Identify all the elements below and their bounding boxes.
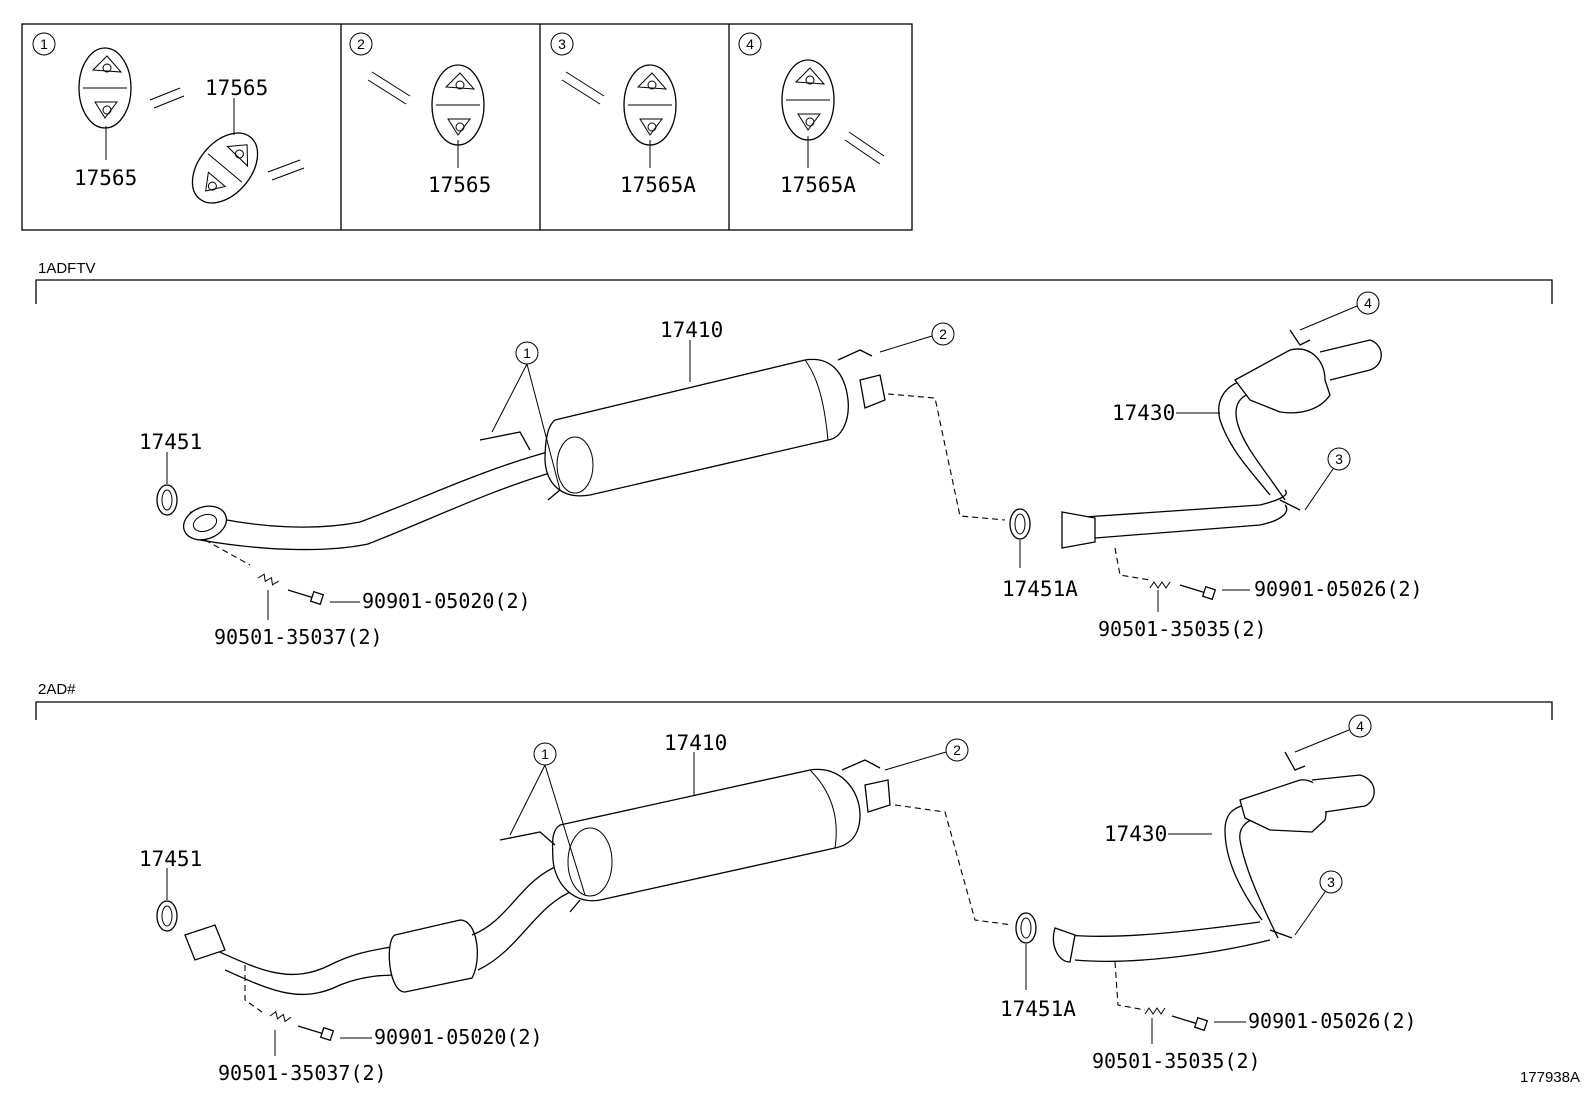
rubber-hanger-icon [78, 47, 132, 129]
gasket-17451A-icon [1015, 912, 1037, 944]
catalytic-converter-shape [388, 919, 478, 993]
bolt-icon [287, 589, 324, 605]
part-label-17430: 17430 [1104, 822, 1167, 846]
callout-4-number: 4 [1356, 718, 1364, 734]
spring-icon [257, 572, 280, 587]
callout-1-number: 1 [523, 345, 531, 361]
section-1adftv: 1ADFTV [35, 260, 1553, 649]
muffler-shape-2 [551, 768, 861, 902]
callout-1-number: 1 [541, 746, 549, 762]
gasket-17451-icon [156, 900, 178, 932]
part-label-bolt-front: 90901-05020(2) [362, 589, 531, 613]
part-label-spring-front: 90501-35037(2) [218, 1061, 387, 1085]
callout-3 [1319, 870, 1343, 894]
tail-muffler-shape-2 [1239, 779, 1327, 833]
legend-cell-1-part-a: 17565 [74, 166, 137, 190]
diagram-id: 177938A [1520, 1069, 1580, 1086]
bolt-icon [297, 1025, 334, 1041]
callout-2 [945, 738, 969, 762]
legend-cell-2-part: 17565 [428, 173, 491, 197]
section-2-title: 2AD# [38, 681, 76, 698]
legend-cell-3-part: 17565A [620, 173, 696, 197]
callout-3-number: 3 [1335, 451, 1343, 467]
spring-icon [1144, 1007, 1166, 1015]
legend-cell-3-number: 3 [558, 36, 566, 52]
legend-cell-1: 1 17565 17565 [32, 32, 305, 217]
rubber-hanger-icon [781, 59, 835, 141]
part-label-17451: 17451 [139, 847, 202, 871]
part-label-bolt-front: 90901-05020(2) [374, 1025, 543, 1049]
callout-2 [931, 322, 955, 346]
callout-4 [1356, 291, 1380, 315]
legend-cell-1-part-b: 17565 [205, 76, 268, 100]
legend-cell-1-number: 1 [40, 36, 48, 52]
bolt-icon [1179, 584, 1216, 600]
part-label-17451A: 17451A [1000, 997, 1076, 1021]
muffler-shape [544, 358, 849, 497]
spring-icon [269, 1009, 292, 1024]
tail-muffler-shape [1234, 348, 1331, 414]
part-label-bolt-rear: 90901-05026(2) [1254, 577, 1423, 601]
part-label-17451A: 17451A [1002, 577, 1078, 601]
part-label-17410: 17410 [664, 731, 727, 755]
section-1-title: 1ADFTV [38, 260, 96, 277]
legend-cell-3: 3 17565A [550, 32, 696, 197]
part-label-17410: 17410 [660, 318, 723, 342]
spring-icon [1149, 581, 1171, 589]
gasket-17451-icon [156, 484, 178, 516]
callout-2-number: 2 [939, 326, 947, 342]
legend-cell-4-number: 4 [746, 36, 754, 52]
rubber-hanger-icon [623, 64, 677, 146]
legend-cell-4: 4 17565A [738, 32, 885, 197]
part-label-17451: 17451 [139, 430, 202, 454]
callout-3 [1327, 447, 1351, 471]
legend-cell-4-part: 17565A [780, 173, 856, 197]
section-2ad: 2AD# [35, 681, 1553, 1085]
gasket-17451A-icon [1009, 508, 1031, 540]
rubber-hanger-icon [178, 119, 272, 217]
part-label-bolt-rear: 90901-05026(2) [1248, 1009, 1417, 1033]
part-label-spring-front: 90501-35037(2) [214, 625, 383, 649]
rubber-hanger-icon [431, 64, 485, 146]
callout-2-number: 2 [953, 742, 961, 758]
part-label-spring-rear: 90501-35035(2) [1092, 1049, 1261, 1073]
legend-cell-2: 2 17565 [349, 32, 491, 197]
part-label-spring-rear: 90501-35035(2) [1098, 617, 1267, 641]
legend-cell-2-number: 2 [357, 36, 365, 52]
callout-4-number: 4 [1364, 295, 1372, 311]
hanger-legend-table: 1 17565 17565 2 17565 3 17565A [21, 23, 913, 231]
callout-4 [1348, 714, 1372, 738]
callout-3-number: 3 [1327, 874, 1335, 890]
part-label-17430: 17430 [1112, 401, 1175, 425]
bolt-icon [1171, 1015, 1208, 1031]
